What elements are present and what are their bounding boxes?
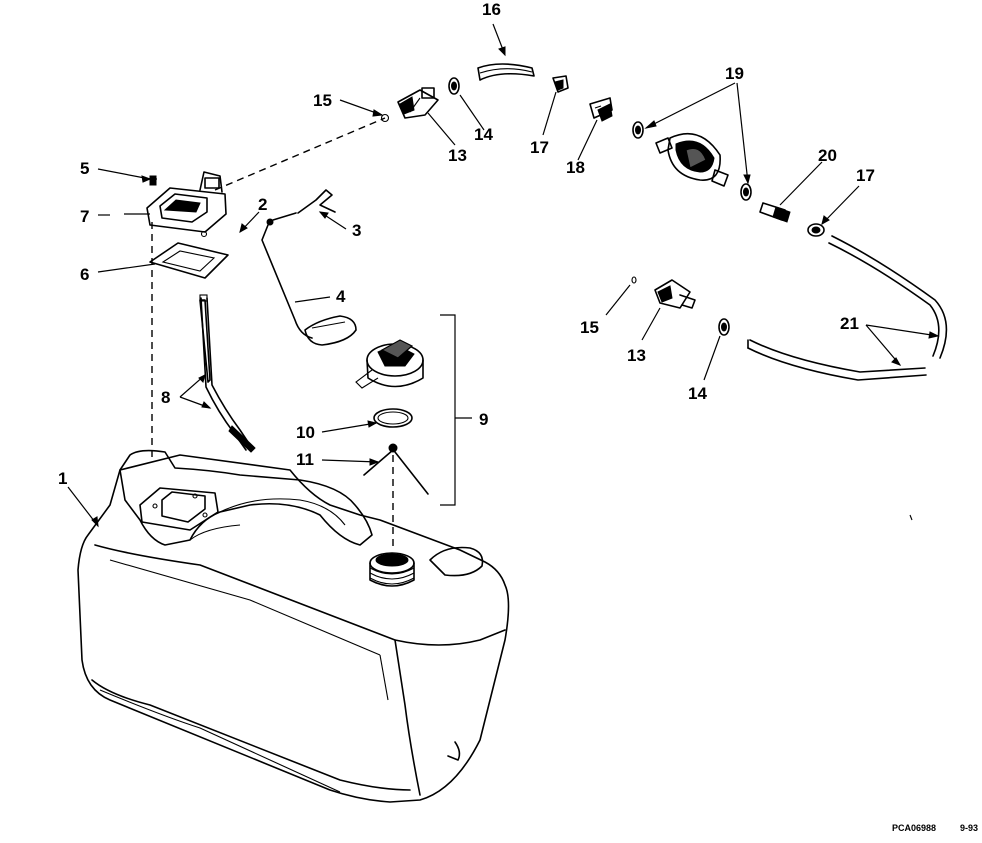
clip-top	[552, 75, 569, 93]
tether	[363, 443, 429, 495]
fuel-cap-gauge	[355, 339, 424, 389]
callout-16: 16	[482, 0, 501, 19]
hose-short	[477, 63, 535, 81]
callout-11: 11	[296, 450, 314, 469]
callout-labels: 1 2 3 4 5 6 7 8 9 10 11 13 13 14 14 15 1…	[58, 0, 875, 488]
callout-3: 3	[352, 221, 361, 240]
callout-18: 18	[566, 158, 585, 177]
callout-14-top: 14	[474, 125, 493, 144]
callout-17-right: 17	[856, 166, 875, 185]
filler-neck	[369, 552, 415, 587]
callout-20: 20	[818, 146, 837, 165]
connector-top	[397, 87, 439, 119]
seal-ring	[373, 408, 413, 428]
o-ring-small	[200, 230, 208, 238]
clamp-19-left	[632, 121, 644, 139]
callout-13-right: 13	[627, 346, 646, 365]
callout-15-top: 15	[313, 91, 332, 110]
callout-13-top: 13	[448, 146, 467, 165]
callout-21: 21	[840, 314, 859, 333]
pickup-tube	[199, 294, 256, 453]
callout-1: 1	[58, 469, 67, 488]
callout-8: 8	[161, 388, 170, 407]
gasket	[149, 242, 229, 279]
callout-17-top: 17	[530, 138, 549, 157]
callout-7: 7	[80, 207, 89, 226]
clip-right	[807, 223, 825, 237]
callout-2: 2	[258, 195, 267, 214]
figure-code: PCA06988	[892, 823, 936, 833]
o-ring-top	[380, 113, 390, 123]
fitting-20	[759, 202, 791, 223]
screw	[149, 175, 157, 186]
callout-5: 5	[80, 159, 89, 178]
o-ring-right	[631, 276, 637, 284]
leader-lines	[67, 23, 940, 528]
connector-right	[654, 279, 696, 309]
callout-10: 10	[296, 423, 315, 442]
float-arm	[261, 224, 357, 346]
bracket-9	[440, 314, 456, 506]
primer-bulb	[655, 132, 729, 187]
sender-plate	[146, 171, 227, 233]
callout-19: 19	[725, 64, 744, 83]
fitting	[589, 97, 613, 122]
callout-6: 6	[80, 265, 89, 284]
figure-date: 9-93	[960, 823, 978, 833]
clip	[297, 189, 336, 214]
assembly-line-connector	[214, 117, 386, 191]
callout-9: 9	[479, 410, 488, 429]
fuel-tank	[77, 449, 510, 803]
clamp-right	[718, 318, 730, 336]
clamp-19-right	[740, 183, 752, 201]
callout-15-right: 15	[580, 318, 599, 337]
callout-14-right: 14	[688, 384, 707, 403]
callout-4: 4	[336, 287, 346, 306]
clamp-top	[448, 77, 460, 95]
hose-long	[747, 235, 948, 381]
